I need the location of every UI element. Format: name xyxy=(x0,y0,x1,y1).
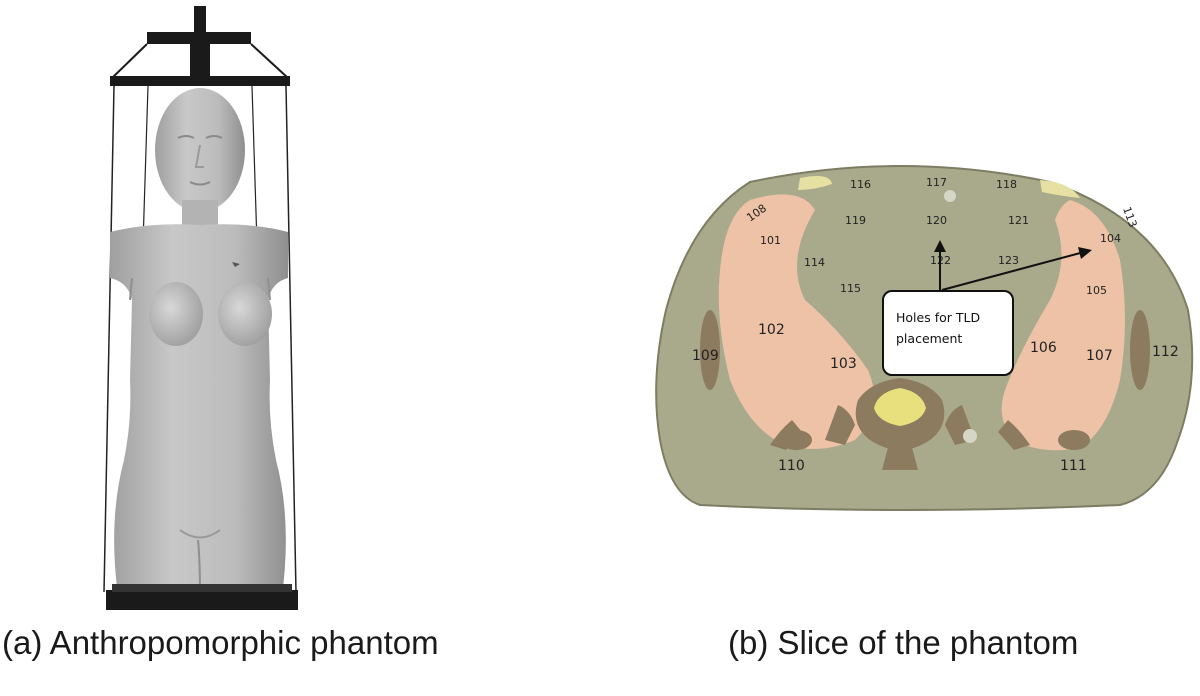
hole-label: 111 xyxy=(1060,458,1087,474)
hole-label: 109 xyxy=(692,348,719,364)
callout-line-2: placement xyxy=(896,331,963,346)
hole-label: 107 xyxy=(1086,348,1113,364)
hole-label: 116 xyxy=(850,178,871,191)
hole-label: 105 xyxy=(1086,284,1107,297)
panel-anthropomorphic-phantom: (a) Anthropomorphic phantom xyxy=(2,6,439,661)
hole-label: 103 xyxy=(830,356,857,372)
hole-label: 118 xyxy=(996,178,1017,191)
caption-b: (b) Slice of the phantom xyxy=(728,624,1079,661)
hole-label: 119 xyxy=(845,214,866,227)
hole-label: 115 xyxy=(840,282,861,295)
phantom-illustration xyxy=(103,6,298,610)
hole-label: 121 xyxy=(1008,214,1029,227)
callout-arrows xyxy=(934,240,1092,291)
hole-label: 102 xyxy=(758,322,785,338)
hole-label: 104 xyxy=(1100,232,1121,245)
panel-phantom-slice: 116 117 118 108 119 120 121 113 101 104 … xyxy=(600,0,1200,696)
hole-label: 101 xyxy=(760,234,781,247)
hole-label: 106 xyxy=(1030,340,1057,356)
hole-label: 114 xyxy=(804,256,825,269)
spine xyxy=(770,378,1030,470)
phantom-body xyxy=(110,88,288,597)
base-plate xyxy=(106,584,298,610)
hole-label: 112 xyxy=(1152,344,1179,360)
hole-label: 120 xyxy=(926,214,947,227)
hole-labels: 116 117 118 108 119 120 121 113 101 104 … xyxy=(692,176,1179,474)
left-lung xyxy=(718,194,875,449)
hole-label: 123 xyxy=(998,254,1019,267)
callout-line-1: Holes for TLD xyxy=(896,310,981,325)
hole-label: 117 xyxy=(926,176,947,189)
caption-a: (a) Anthropomorphic phantom xyxy=(2,624,439,661)
hole-label: 110 xyxy=(778,458,805,474)
right-lung xyxy=(1001,200,1125,451)
tld-callout-box: Holes for TLD placement xyxy=(882,290,1014,376)
